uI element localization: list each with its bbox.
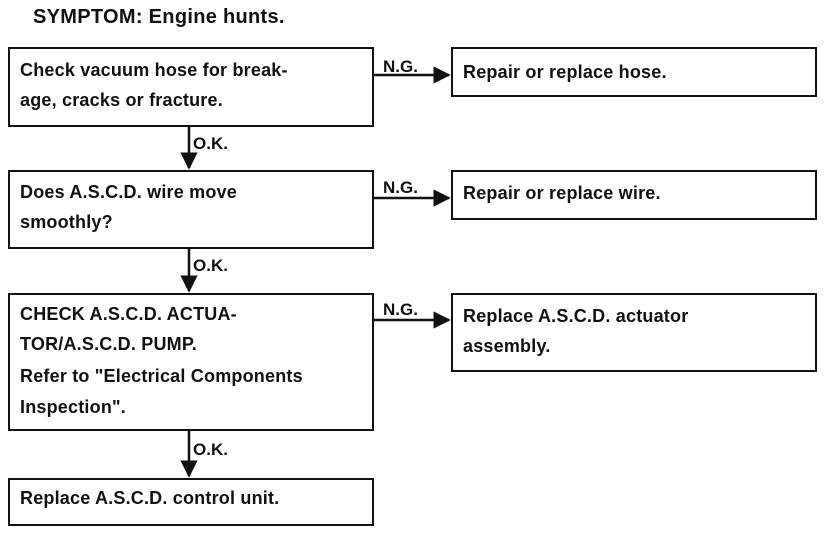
ok-label: O.K.: [193, 256, 228, 275]
ok-label: O.K.: [193, 134, 228, 153]
ng-label: N.G.: [383, 57, 418, 76]
check-text-line: TOR/A.S.C.D. PUMP.: [20, 334, 197, 354]
action-text-line: Repair or replace hose.: [463, 62, 667, 82]
final-box-replace-control-unit: [8, 478, 374, 526]
check-text-line: Refer to "Electrical Components: [20, 366, 303, 386]
final-step-text: Replace A.S.C.D. control unit.: [20, 488, 280, 508]
check-box-vacuum-hose: [8, 47, 374, 127]
action-text-line: Replace A.S.C.D. actuator: [463, 306, 689, 326]
check-text-line: smoothly?: [20, 212, 113, 232]
check-text-line: Does A.S.C.D. wire move: [20, 182, 237, 202]
check-text-line: Check vacuum hose for break-: [20, 60, 288, 80]
check-box-actuator-pump: [8, 293, 374, 431]
symptom-title: SYMPTOM: Engine hunts.: [33, 6, 285, 28]
action-box-repair-hose: [451, 47, 817, 97]
action-box-replace-actuator: [451, 293, 817, 372]
ng-label: N.G.: [383, 178, 418, 197]
action-box-repair-wire: [451, 170, 817, 220]
ng-label: N.G.: [383, 300, 418, 319]
check-text-line: Inspection".: [20, 397, 126, 417]
check-box-ascd-wire: [8, 170, 374, 249]
ok-label: O.K.: [193, 440, 228, 459]
check-text-line: age, cracks or fracture.: [20, 90, 223, 110]
check-text-line: CHECK A.S.C.D. ACTUA-: [20, 304, 237, 324]
action-text-line: Repair or replace wire.: [463, 183, 661, 203]
action-text-line: assembly.: [463, 336, 551, 356]
